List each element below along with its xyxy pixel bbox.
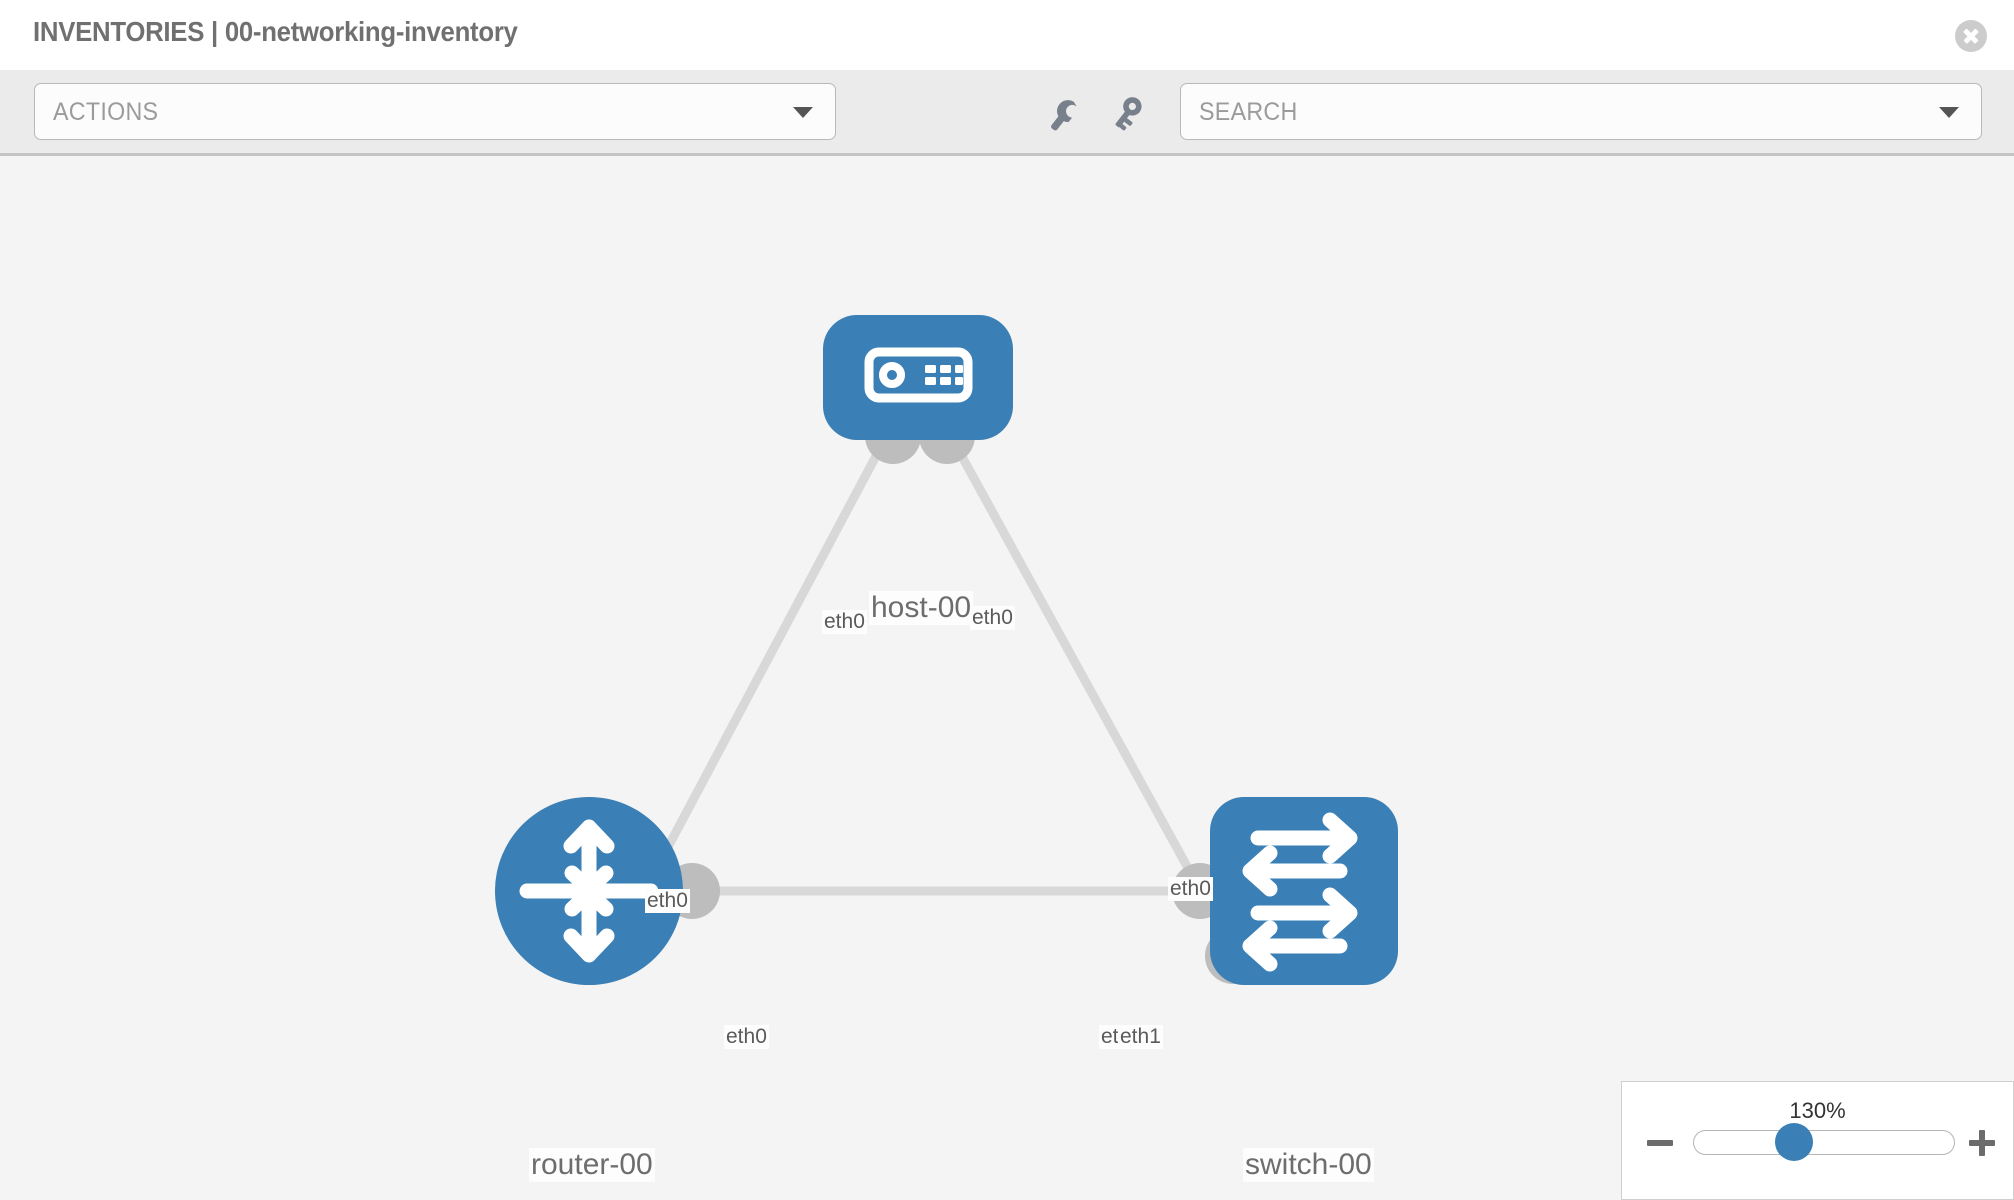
wrench-icon[interactable] xyxy=(1043,96,1085,134)
node-label-router-00: router-00 xyxy=(529,1148,655,1182)
zoom-slider-track[interactable] xyxy=(1693,1130,1955,1155)
key-icon-glyph xyxy=(1115,97,1142,131)
actions-dropdown[interactable]: ACTIONS xyxy=(34,83,836,140)
node-label-host-00: host-00 xyxy=(869,591,974,625)
plus-icon-vertical xyxy=(1979,1130,1985,1156)
zoom-control: 130% xyxy=(1621,1081,2014,1200)
iface-label-router00-up: eth0 xyxy=(645,889,690,913)
iface-label-switch00-left-b: eth1 xyxy=(1118,1025,1163,1049)
close-icon[interactable] xyxy=(1955,20,1987,52)
page-title: INVENTORIES | 00-networking-inventory xyxy=(33,16,518,47)
wrench-icon-glyph xyxy=(1051,100,1077,131)
node-label-switch-00: switch-00 xyxy=(1243,1148,1374,1182)
window-header: INVENTORIES | 00-networking-inventory xyxy=(0,0,2014,70)
minus-icon xyxy=(1647,1140,1673,1146)
topology-graph xyxy=(495,315,1398,985)
node-switch-00[interactable] xyxy=(1210,797,1398,985)
zoom-in-button[interactable] xyxy=(1969,1130,1995,1156)
actions-dropdown-label: ACTIONS xyxy=(53,98,159,126)
toolbar: ACTIONS SEARCH xyxy=(0,70,2014,156)
iface-label-router00-right: eth0 xyxy=(724,1025,769,1049)
chevron-down-icon xyxy=(793,106,813,118)
switch-icon xyxy=(1242,812,1358,972)
node-router-00[interactable] xyxy=(495,797,683,985)
node-host-00-shape[interactable] xyxy=(823,315,1013,440)
chevron-down-icon xyxy=(1939,106,1959,118)
zoom-level-label: 130% xyxy=(1789,1098,1846,1123)
router-icon xyxy=(519,819,659,963)
zoom-slider-thumb[interactable] xyxy=(1775,1123,1813,1161)
iface-label-host00-left: eth0 xyxy=(822,610,867,634)
node-switch-00-shape[interactable] xyxy=(1210,797,1398,985)
server-icon xyxy=(864,347,973,403)
key-icon[interactable] xyxy=(1111,96,1153,134)
iface-label-switch00-up: eth0 xyxy=(1168,877,1213,901)
search-placeholder: SEARCH xyxy=(1199,98,1298,126)
zoom-out-button[interactable] xyxy=(1647,1130,1673,1156)
topology-canvas[interactable]: eth0 eth0 eth0 eth0 eth0 eth0 eth1 host-… xyxy=(0,156,2014,1200)
iface-label-host00-right: eth0 xyxy=(970,606,1015,630)
search-input[interactable]: SEARCH xyxy=(1180,83,1982,140)
node-host-00[interactable] xyxy=(823,315,1013,440)
